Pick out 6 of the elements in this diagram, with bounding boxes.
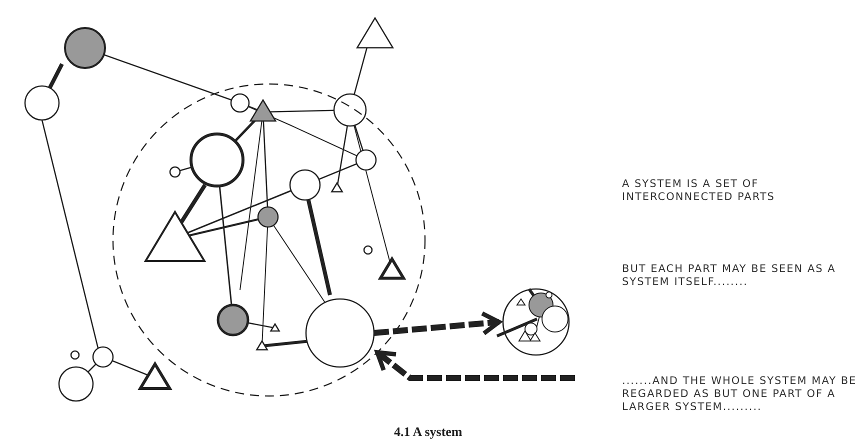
annotation-text: BUT EACH PART MAY BE SEEN AS A SYSTEM ITSELF........ [622, 263, 837, 289]
annotation-text: A SYSTEM IS A SET OF INTERCONNECTED PARTS [622, 178, 776, 204]
dashed-arrow [374, 311, 502, 336]
figure-caption: 4.1 A system [394, 424, 462, 440]
annotation-text: .......AND THE WHOLE SYSTEM MAY BE REGARDED AS BUT ONE PART OF A LARGER SYSTEM......... [622, 375, 858, 414]
dashed-arrow [375, 350, 575, 381]
